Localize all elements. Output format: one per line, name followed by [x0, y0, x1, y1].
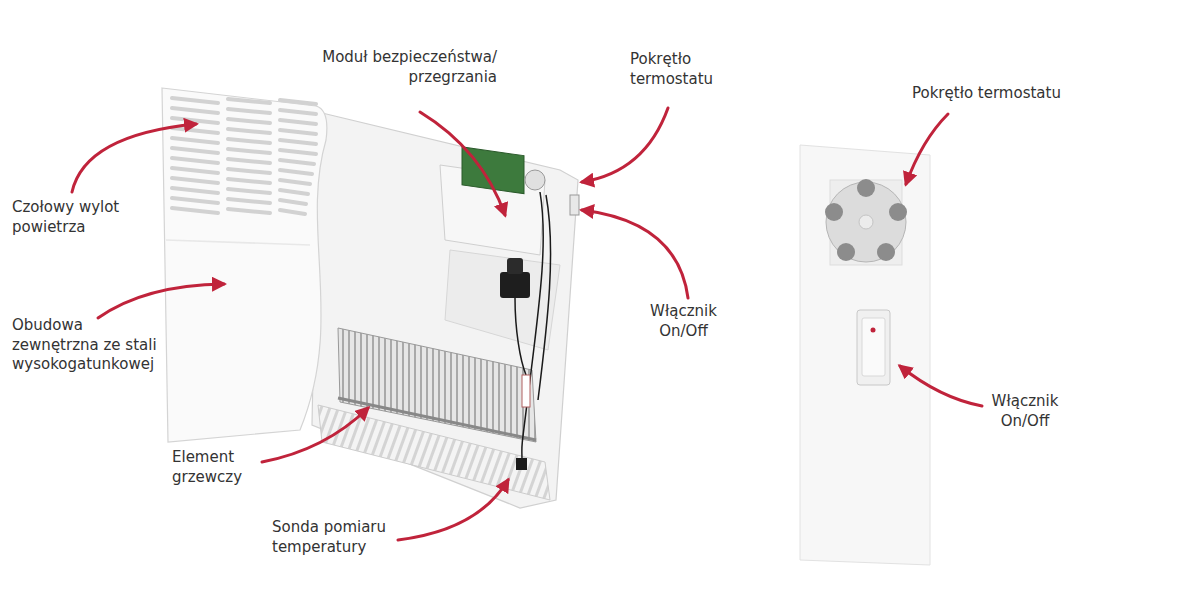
part-label: Obudowa zewnętrzna ze stali wysokogatunk…: [12, 316, 162, 375]
part-label: Moduł bezpieczeństwa/ przegrzania: [282, 48, 497, 87]
wire: [515, 298, 526, 375]
part-label: Sonda pomiaru temperatury: [272, 518, 407, 557]
air-outlet-grille: [172, 98, 316, 214]
wire: [538, 195, 551, 400]
switch-small: [570, 195, 579, 215]
leader-arrow: [900, 366, 982, 406]
leader-arrow: [906, 114, 948, 184]
part-label: Pokrętło termostatu: [912, 84, 1061, 104]
leader-arrows: [72, 108, 982, 540]
part-label: Czołowy wylot powietrza: [12, 198, 147, 237]
thermostat-knob-small: [525, 170, 545, 190]
leader-arrow: [582, 210, 688, 298]
heater-body: [312, 112, 578, 508]
on-off-switch: [857, 310, 890, 385]
side-panel: [800, 145, 930, 565]
leader-arrow: [420, 112, 505, 215]
heating-element: [338, 328, 536, 442]
leader-arrow: [582, 108, 668, 182]
connector: [522, 375, 530, 407]
leader-arrow: [98, 284, 224, 318]
switch-dot: [871, 328, 876, 333]
wire: [522, 192, 543, 462]
switch-rocker: [862, 318, 885, 376]
leader-arrow: [398, 480, 508, 540]
part-label: Element grzewczy: [172, 448, 272, 487]
front-panel: [162, 88, 327, 442]
part-label: Pokrętło termostatu: [630, 50, 750, 89]
thermostat-cap: [507, 258, 523, 274]
thermostat-component: [500, 272, 530, 298]
part-label: Włącznik On/Off: [636, 302, 731, 341]
thermostat-knob: [825, 179, 907, 262]
part-label: Włącznik On/Off: [975, 392, 1075, 431]
leader-arrow: [72, 124, 196, 192]
leader-arrow: [262, 408, 368, 462]
heating-tube: [338, 398, 536, 440]
temperature-probe: [516, 458, 527, 470]
panel-fold: [166, 240, 310, 245]
